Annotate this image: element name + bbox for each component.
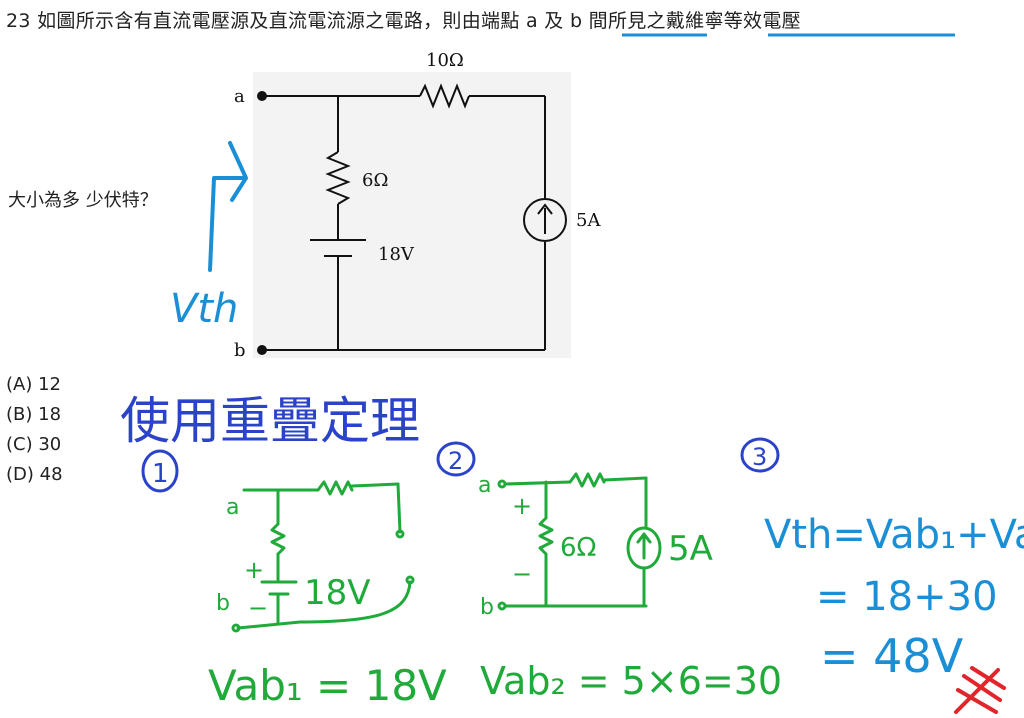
terminal-a-dot (257, 91, 267, 101)
circuit-figure-background (253, 72, 571, 358)
vth-handwritten-label: Vth (170, 286, 238, 332)
sketch-1-plus: + (244, 556, 264, 584)
svg-text:2: 2 (448, 447, 463, 475)
sketch-1-minus: − (248, 594, 268, 622)
sketch-1-voltage: 18V (304, 573, 371, 613)
option-c[interactable]: (C) 30 (6, 434, 62, 455)
option-a[interactable]: (A) 12 (6, 374, 61, 395)
step-1-marker: 1 (141, 449, 179, 493)
answer-options: (A) 12 (B) 18 (C) 30 (D) 48 (6, 370, 63, 490)
question-and: 及 (544, 10, 564, 32)
sketch-2-terminal-a: a (478, 473, 491, 498)
red-cross-mark (954, 666, 1006, 714)
resistor-6-label: 6Ω (362, 170, 388, 191)
terminal-b-label: b (234, 340, 246, 361)
step-3-equation: Vth=Vab₁+Vab₂ (764, 512, 1024, 558)
vth-arrow (208, 141, 248, 272)
sketch-2-source: 5A (668, 529, 713, 569)
question-continuation: 大小為多 少伏特？ (8, 190, 158, 211)
battery-label: 18V (378, 244, 415, 265)
question-number: 23 (6, 10, 31, 32)
sketch-1-result: Vab₁ = 18V (208, 661, 447, 710)
question-body: 如圖所示含有直流電壓源及直流電流源之電路，則由端點 (37, 10, 520, 32)
superposition-method-note: 使用重疊定理 (120, 392, 420, 450)
sketch-2-plus: + (512, 492, 532, 520)
question-text: 23 如圖所示含有直流電壓源及直流電流源之電路，則由端點 a 及 b 間所見之戴… (6, 6, 801, 33)
terminal-a-label: a (234, 86, 245, 107)
question-terminal-b: b (569, 10, 583, 32)
step-3-result: = 48V (820, 629, 964, 683)
option-b[interactable]: (B) 18 (6, 404, 62, 425)
question-body-end: 間所見之戴維寧等效電壓 (588, 10, 801, 32)
option-d[interactable]: (D) 48 (6, 464, 63, 485)
sketch-1-circuit (231, 480, 415, 633)
sketch-2-resistor: 6Ω (560, 533, 596, 563)
terminal-b-dot (257, 345, 267, 355)
sketch-2-minus: − (512, 560, 532, 588)
step-3-sum: = 18+30 (816, 574, 998, 620)
printed-circuit (262, 83, 567, 351)
sketch-1-terminal-a: a (226, 495, 239, 520)
sketch-2-circuit (497, 472, 662, 611)
question-terminal-a: a (525, 10, 538, 32)
sketch-2-terminal-b: b (480, 595, 494, 620)
sketch-1-terminal-b: b (216, 591, 230, 616)
sketch-2-result: Vab₂ = 5×6=30 (480, 659, 782, 703)
step-2-marker: 2 (436, 441, 476, 477)
resistor-10-label: 10Ω (426, 50, 464, 71)
current-source-label: 5A (576, 210, 601, 231)
step-3-marker: 3 (740, 437, 780, 473)
svg-text:3: 3 (752, 443, 767, 471)
svg-text:1: 1 (152, 459, 169, 489)
